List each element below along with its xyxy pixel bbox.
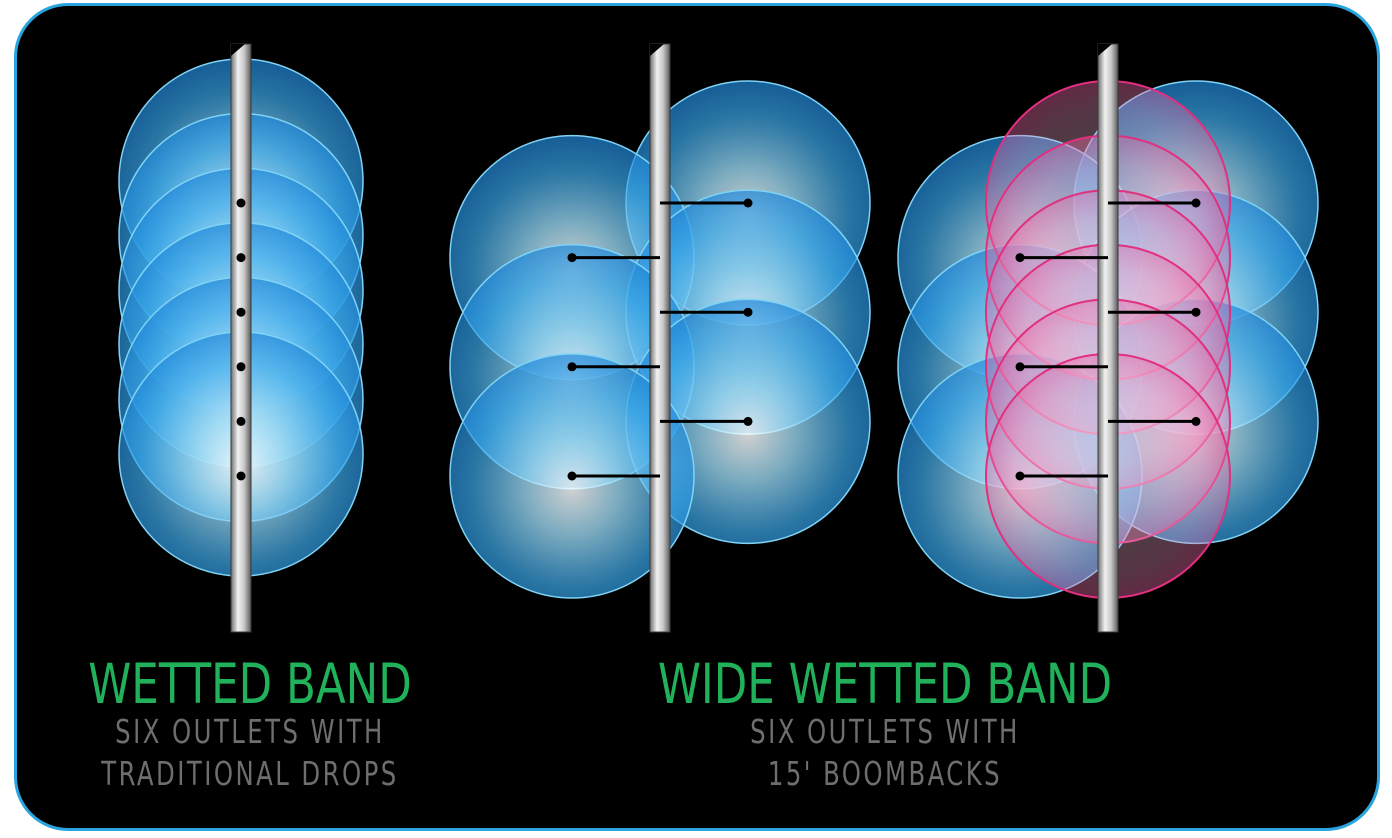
outlet-dot bbox=[1015, 471, 1025, 481]
outlet-dot bbox=[1015, 253, 1025, 263]
wetted-band-subtitle-line2: TRADITIONAL DROPS bbox=[101, 754, 399, 793]
wetted-band-title: WETTED BAND bbox=[88, 652, 412, 716]
pipe-top-cut bbox=[650, 44, 664, 56]
outlet-dot bbox=[236, 416, 246, 426]
outlet-dot bbox=[567, 253, 577, 263]
outlet-dot bbox=[1191, 307, 1201, 317]
wide-wetted-band-subtitle-line2: 15' BOOMBACKS bbox=[767, 754, 1003, 793]
panel-wide-wetted-band-overlap bbox=[897, 43, 1319, 633]
wetted-band-subtitle-line1: SIX OUTLETS WITH bbox=[115, 712, 385, 751]
outlet-dot bbox=[236, 471, 246, 481]
outlet-dot bbox=[567, 362, 577, 372]
riser-pipe bbox=[649, 43, 671, 633]
pipe-top-cut bbox=[231, 44, 245, 56]
wide-wetted-band-subtitle-line1: SIX OUTLETS WITH bbox=[750, 712, 1020, 751]
wide-wetted-band-title: WIDE WETTED BAND bbox=[657, 652, 1113, 716]
outlet-dot bbox=[743, 307, 753, 317]
outlet-dot bbox=[236, 198, 246, 208]
outlet-dot bbox=[236, 253, 246, 263]
outlet-dot bbox=[236, 307, 246, 317]
outlet-dot bbox=[743, 416, 753, 426]
outlet-dot bbox=[743, 198, 753, 208]
panel-wetted-band bbox=[118, 43, 364, 633]
outlet-dot bbox=[567, 471, 577, 481]
outlet-dot bbox=[236, 362, 246, 372]
riser-pipe bbox=[1097, 43, 1119, 633]
outlet-dot bbox=[1015, 362, 1025, 372]
outlet-dot bbox=[1191, 416, 1201, 426]
panel-wide-wetted-band bbox=[449, 43, 871, 633]
outlet-dot bbox=[1191, 198, 1201, 208]
riser-pipe bbox=[230, 43, 252, 633]
pipe-top-cut bbox=[1098, 44, 1112, 56]
